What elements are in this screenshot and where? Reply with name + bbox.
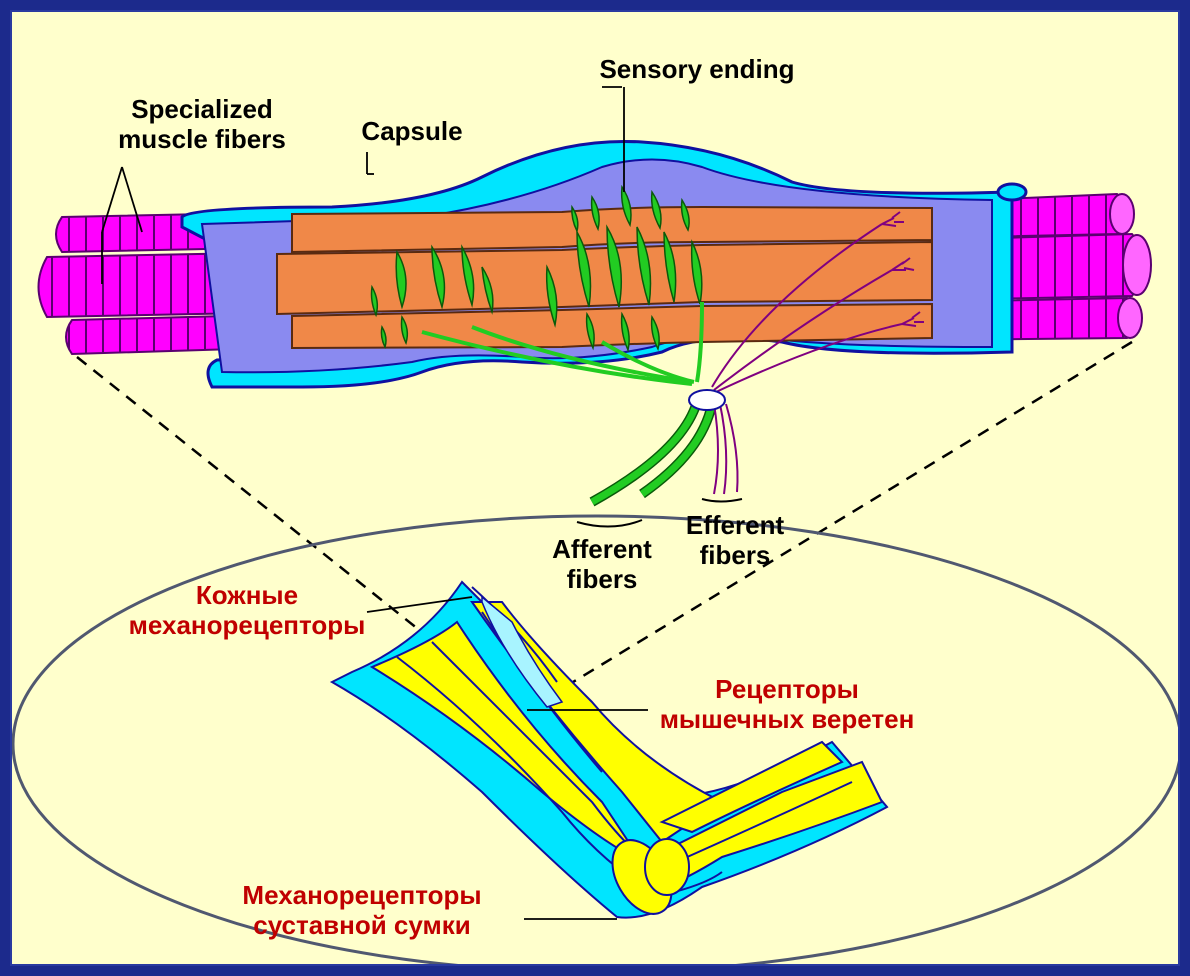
intrafusal-fibers — [277, 207, 932, 348]
label-sensory-ending: Sensory ending — [572, 54, 822, 84]
afferent-nerves — [592, 402, 712, 502]
slide: Specialized muscle fibers Capsule Sensor… — [10, 10, 1180, 966]
label-specialized-muscle-fibers: Specialized muscle fibers — [82, 94, 322, 154]
label-joint-capsule-mechanoreceptors: Механорецепторы суставной сумки — [212, 880, 512, 940]
label-capsule: Capsule — [342, 116, 482, 146]
label-muscle-spindle-receptors: Рецепторы мышечных веретен — [642, 674, 932, 734]
label-efferent-fibers: Efferent fibers — [660, 510, 810, 570]
label-afferent-fibers: Afferent fibers — [532, 534, 672, 594]
label-skin-mechanoreceptors: Кожные механорецепторы — [117, 580, 377, 640]
efferent-nerves — [714, 404, 738, 494]
afferent-brace — [577, 520, 642, 527]
efferent-brace — [702, 499, 742, 502]
muscle-spindle — [39, 141, 1152, 526]
arm-cross-section — [332, 582, 887, 924]
